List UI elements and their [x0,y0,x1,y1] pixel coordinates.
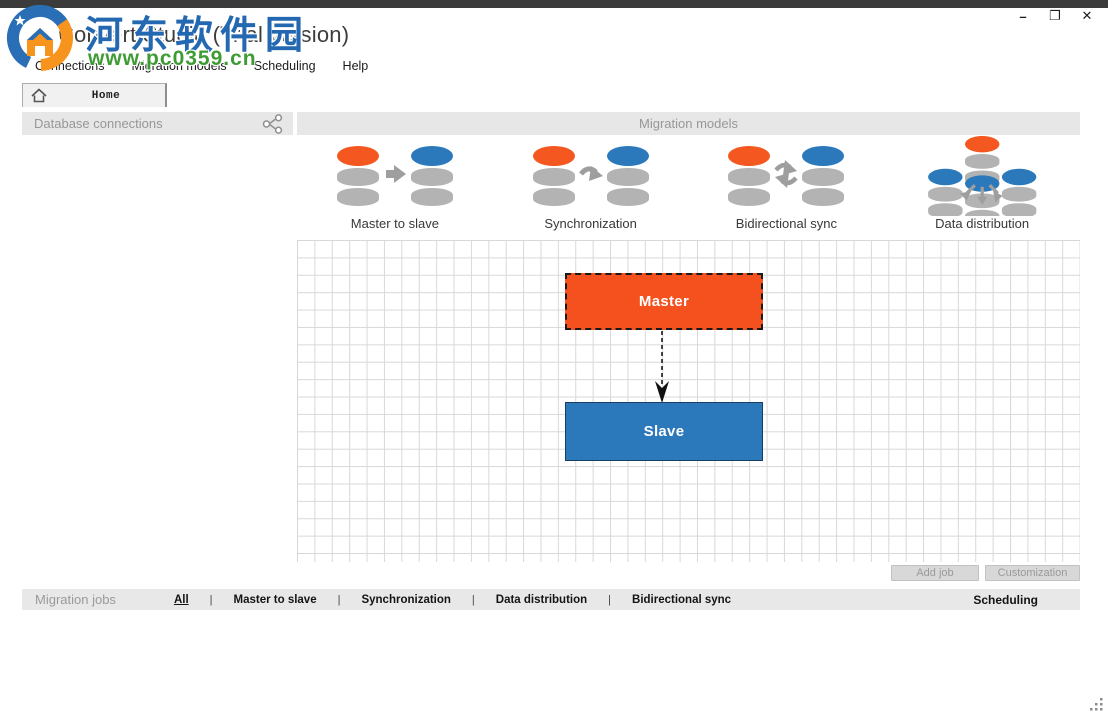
synchronization-icon [532,145,649,206]
jobs-filter-all[interactable]: All [173,593,189,606]
model-label: Bidirectional sync [735,216,837,231]
model-label: Data distribution [935,216,1030,231]
migration-models-header: Migration models [297,112,1080,135]
tab-strip: Home [0,83,1108,107]
slave-node-label: Slave [643,423,685,440]
slave-node[interactable]: Slave [565,402,763,461]
data-distribution-icon [928,135,1037,216]
add-job-button[interactable]: Add job [891,565,979,581]
separator: | [608,593,612,606]
separator: | [337,593,341,606]
separator: | [209,593,213,606]
tab-home[interactable]: Home [22,83,167,107]
jobs-filter-synchronization[interactable]: Synchronization [361,593,451,606]
minimize-button[interactable]: – [1019,8,1027,24]
customization-button[interactable]: Customization [985,565,1080,581]
migration-models-row: Master to slave Synchronization Bidirect [297,135,1080,235]
model-label: Synchronization [544,216,637,231]
migration-jobs-bar: Migration jobs All | Master to slave | S… [22,589,1080,610]
model-bidirectional-sync[interactable]: Bidirectional sync [689,139,885,235]
tab-home-label: Home [91,89,121,102]
window-controls: – ❐ ✕ [1012,6,1098,26]
jobs-filter-bidirectional-sync[interactable]: Bidirectional sync [632,593,732,606]
resize-grip[interactable] [1089,697,1104,712]
database-connections-title: Database connections [34,116,163,131]
home-icon [31,88,47,103]
diagram-canvas[interactable]: Master Slave [297,240,1080,562]
master-node-label: Master [638,293,690,310]
model-master-to-slave[interactable]: Master to slave [297,139,493,235]
master-node[interactable]: Master [565,273,763,330]
maximize-button[interactable]: ❐ [1049,8,1061,23]
model-data-distribution[interactable]: Data distribution [884,135,1080,235]
app-title: DBConvert Studio (Trial version) [27,22,350,47]
share-connections-icon[interactable] [262,113,283,134]
migration-models-title: Migration models [639,116,738,131]
bidirectional-sync-icon [728,145,845,206]
model-synchronization[interactable]: Synchronization [493,139,689,235]
jobs-filter-master-to-slave[interactable]: Master to slave [233,593,317,606]
canvas-action-buttons: Add job Customization [891,565,1080,581]
menu-item-migration-models[interactable]: Migration models [131,59,227,73]
master-to-slave-arrow [655,331,669,403]
menu-item-help[interactable]: Help [342,59,369,73]
titlebar-strip [0,0,1108,8]
menu-bar: Connections Migration models Scheduling … [35,59,368,73]
master-to-slave-icon [336,145,453,206]
menu-item-scheduling[interactable]: Scheduling [253,59,316,73]
database-connections-header: Database connections [22,112,293,135]
close-button[interactable]: ✕ [1081,8,1093,23]
menu-item-connections[interactable]: Connections [35,59,105,73]
migration-jobs-title: Migration jobs [35,592,116,607]
model-label: Master to slave [350,216,439,231]
jobs-filter-data-distribution[interactable]: Data distribution [495,593,588,606]
separator: | [471,593,475,606]
scheduling-link[interactable]: Scheduling [973,592,1038,607]
